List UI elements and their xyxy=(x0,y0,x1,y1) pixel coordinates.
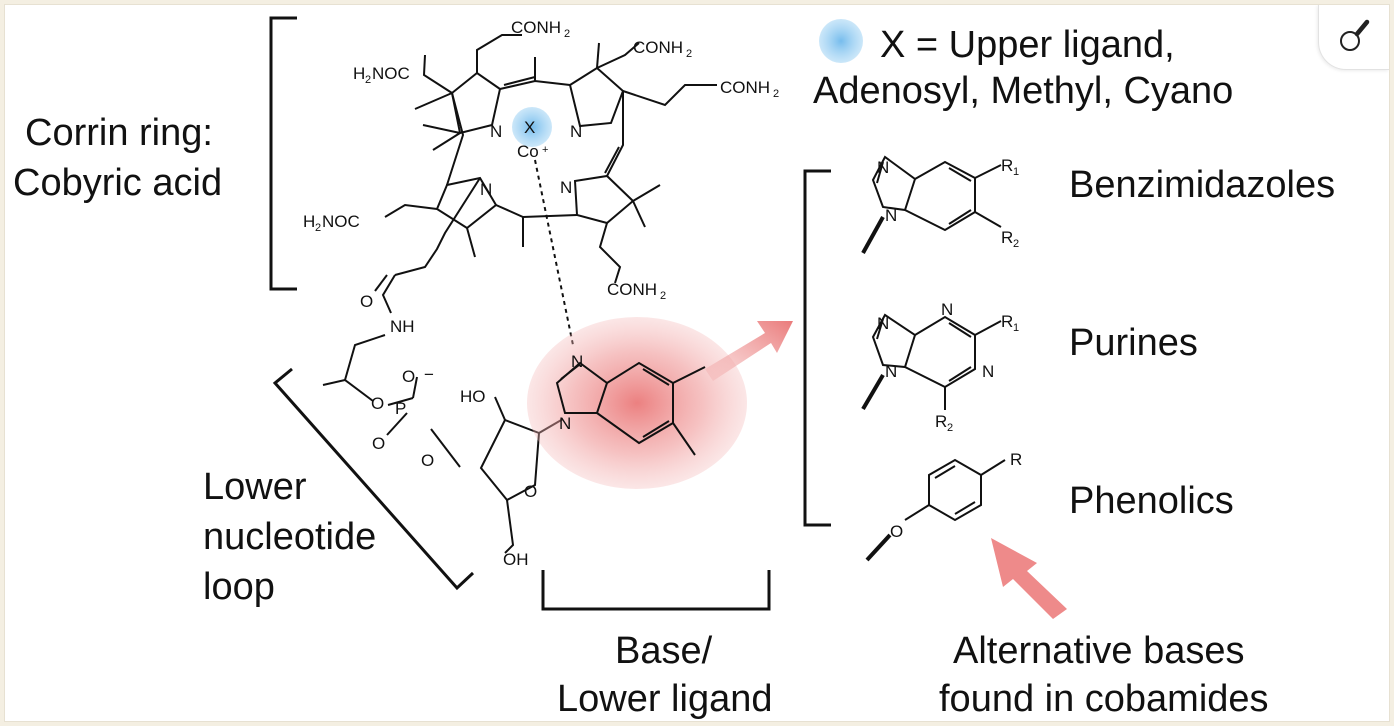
svg-text:N: N xyxy=(570,122,582,141)
corrin-bracket xyxy=(269,16,297,291)
phenolic-structure xyxy=(865,458,1006,562)
svg-text:O: O xyxy=(524,482,537,501)
svg-text:2: 2 xyxy=(947,422,953,434)
svg-text:N: N xyxy=(877,314,889,333)
svg-text:CONH: CONH xyxy=(633,38,683,57)
svg-text:Co: Co xyxy=(517,142,539,161)
svg-text:CONH: CONH xyxy=(607,280,657,299)
figure-panel: X = Upper ligand, Adenosyl, Methyl, Cyan… xyxy=(4,4,1390,722)
upper-ligand-options: Adenosyl, Methyl, Cyano xyxy=(813,70,1233,112)
loop-label-line2: nucleotide xyxy=(203,516,376,558)
svg-text:NH: NH xyxy=(390,317,415,336)
alternatives-arrow xyxy=(991,538,1067,619)
svg-text:HO: HO xyxy=(460,387,486,406)
svg-text:N: N xyxy=(560,178,572,197)
svg-text:O: O xyxy=(372,434,385,453)
phenolics-label: Phenolics xyxy=(1069,480,1234,522)
svg-text:OH: OH xyxy=(503,550,529,569)
nucleotide-loop xyxy=(322,274,564,554)
upper-ligand-title: X = Upper ligand, xyxy=(880,24,1175,66)
dmb-base xyxy=(555,361,706,456)
svg-text:R: R xyxy=(1001,156,1013,175)
svg-text:H: H xyxy=(353,64,365,83)
magnifier-icon xyxy=(1340,19,1370,51)
svg-text:N: N xyxy=(982,362,994,381)
dmb-n1: N xyxy=(559,414,571,433)
purine-structure xyxy=(861,313,1002,411)
svg-text:N: N xyxy=(885,206,897,225)
corrin-label-line2: Cobyric acid xyxy=(13,162,222,204)
base-label-line2: Lower ligand xyxy=(557,678,772,720)
zoom-button[interactable] xyxy=(1318,5,1389,70)
cobamide-structure-diagram: X = Upper ligand, Adenosyl, Methyl, Cyan… xyxy=(13,16,1335,720)
alternatives-bracket xyxy=(803,169,831,527)
svg-text:−: − xyxy=(424,365,434,384)
x-marker-legend-dot xyxy=(819,19,863,63)
x-marker xyxy=(512,107,552,147)
benzimidazoles-label: Benzimidazoles xyxy=(1069,164,1335,206)
svg-text:2: 2 xyxy=(564,28,570,40)
base-highlight xyxy=(527,317,747,489)
svg-text:+: + xyxy=(542,144,548,156)
svg-text:2: 2 xyxy=(1013,238,1019,250)
svg-text:X: X xyxy=(524,118,535,137)
benzimidazole-structure xyxy=(861,155,1002,254)
svg-text:O: O xyxy=(371,394,384,413)
svg-text:N: N xyxy=(490,122,502,141)
loop-label-line3: loop xyxy=(203,566,275,608)
svg-text:2: 2 xyxy=(773,88,779,100)
svg-text:NOC: NOC xyxy=(322,212,360,231)
corrin-atom-labels: N N N N X Co + CONH 2 CONH 2 CONH 2 H 2 … xyxy=(303,18,779,302)
svg-text:1: 1 xyxy=(1013,166,1019,178)
svg-text:O: O xyxy=(402,367,415,386)
corrin-ring xyxy=(384,34,717,284)
svg-text:CONH: CONH xyxy=(720,78,770,97)
svg-text:R: R xyxy=(1001,228,1013,247)
svg-text:O: O xyxy=(890,522,903,541)
nucleotide-atom-labels: O NH O O − P O O HO O OH xyxy=(360,292,537,569)
svg-text:CONH: CONH xyxy=(511,18,561,37)
svg-text:P: P xyxy=(395,399,406,418)
alternatives-label-line1: Alternative bases xyxy=(953,630,1245,672)
loop-label-line1: Lower xyxy=(203,466,307,508)
svg-text:O: O xyxy=(421,451,434,470)
svg-text:2: 2 xyxy=(365,74,371,86)
base-label-line1: Base/ xyxy=(615,630,713,672)
svg-text:H: H xyxy=(303,212,315,231)
svg-text:N: N xyxy=(480,180,492,199)
dmb-n3: N xyxy=(571,352,583,371)
svg-text:O: O xyxy=(360,292,373,311)
svg-text:N: N xyxy=(877,158,889,177)
svg-text:N: N xyxy=(941,300,953,319)
base-bracket xyxy=(541,570,771,611)
svg-text:1: 1 xyxy=(1013,322,1019,334)
svg-text:R: R xyxy=(935,412,947,431)
svg-text:N: N xyxy=(885,362,897,381)
loop-bracket xyxy=(272,367,475,591)
svg-text:NOC: NOC xyxy=(372,64,410,83)
base-to-alternatives-arrow xyxy=(705,321,793,381)
corrin-label-line1: Corrin ring: xyxy=(25,112,213,154)
svg-text:2: 2 xyxy=(660,290,666,302)
svg-text:2: 2 xyxy=(315,222,321,234)
purines-label: Purines xyxy=(1069,322,1198,364)
alternatives-label-line2: found in cobamides xyxy=(939,678,1269,720)
svg-text:2: 2 xyxy=(686,48,692,60)
svg-text:R: R xyxy=(1010,450,1022,469)
svg-text:R: R xyxy=(1001,312,1013,331)
